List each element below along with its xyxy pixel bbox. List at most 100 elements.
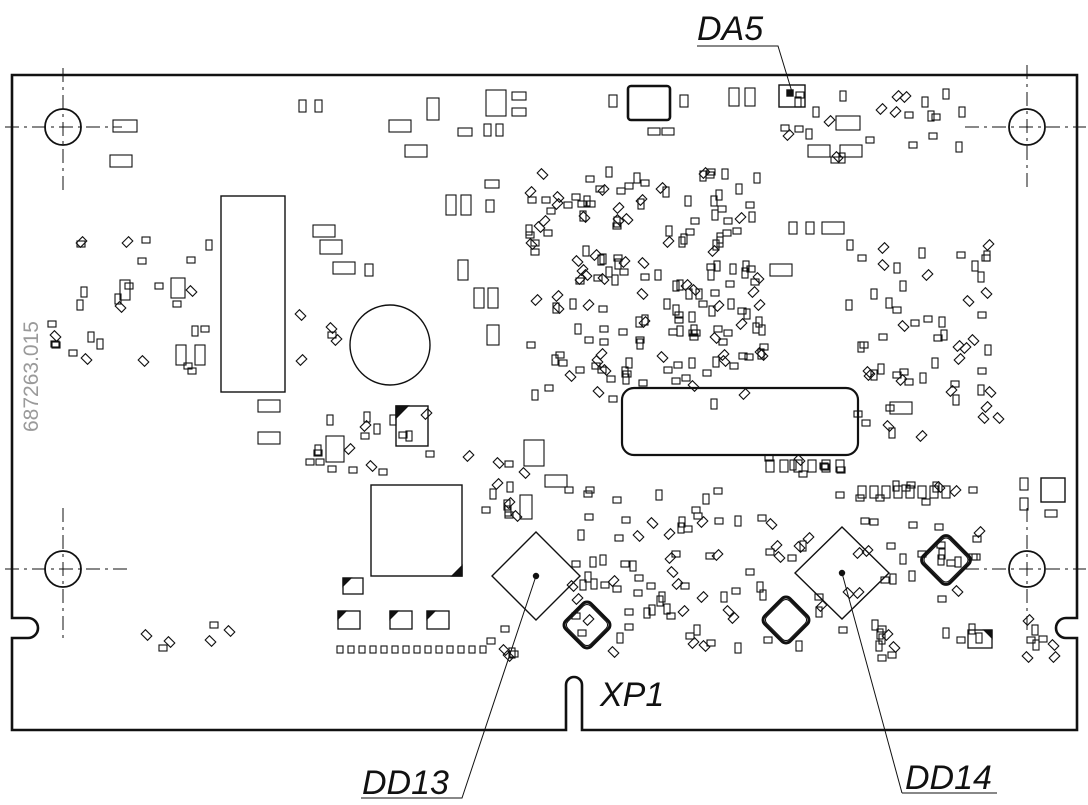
smd-part [402, 645, 410, 654]
smd-part [668, 328, 678, 336]
smd-part [821, 221, 845, 235]
smd-part [931, 113, 941, 121]
smd-part [904, 378, 914, 386]
processor-chip-marker [450, 564, 463, 577]
smd-part [713, 325, 723, 333]
smd-part [807, 144, 831, 158]
smd-part [96, 338, 104, 350]
smd-part [716, 236, 724, 248]
smd-part [585, 486, 595, 494]
smd-part [765, 459, 775, 473]
smd-part [637, 198, 645, 210]
smd-part [50, 340, 60, 348]
smd-part [958, 106, 966, 118]
smd-part [666, 565, 679, 579]
smd-part [571, 592, 584, 606]
smd-part [413, 645, 421, 654]
smd-part [933, 480, 946, 494]
smd-part [530, 248, 540, 256]
smd-part [888, 640, 901, 654]
smd-part [389, 414, 397, 426]
smd-part [709, 331, 722, 345]
smd-part [635, 316, 643, 328]
smd-part [622, 373, 630, 385]
mounting-hole-top-right [965, 65, 1086, 190]
smd-part [971, 553, 981, 561]
smd-part [952, 394, 960, 406]
smd-part [519, 494, 533, 520]
smd-part [492, 456, 505, 470]
smd-part [798, 470, 808, 478]
smd-part [326, 414, 334, 426]
smd-part [637, 256, 650, 270]
smd-part [295, 353, 308, 367]
smd-part [921, 268, 934, 282]
smd-part [917, 485, 927, 499]
smd-part [510, 509, 523, 523]
smd-part [770, 539, 783, 553]
smd-part [632, 529, 645, 543]
smd-part [732, 227, 742, 235]
smd-part [619, 268, 629, 276]
smd-part [684, 195, 692, 207]
smd-part [980, 286, 993, 300]
smd-part [882, 419, 895, 433]
smd-part [723, 329, 733, 337]
smd-part [931, 357, 939, 369]
smd-part [929, 485, 939, 499]
smd-part [721, 168, 729, 180]
smd-part [486, 324, 500, 346]
smd-part [608, 94, 618, 108]
smd-part [664, 551, 677, 565]
smd-part [689, 333, 699, 341]
smd-part [805, 128, 813, 140]
smd-part [140, 628, 153, 642]
smd-part [457, 127, 473, 137]
smd-part [621, 212, 634, 226]
smd-part [388, 119, 412, 133]
smd-part [646, 516, 659, 530]
smd-part [541, 196, 551, 204]
smd-part [707, 269, 715, 281]
smd-part [511, 107, 527, 117]
smd-part [378, 468, 388, 476]
smd-part [294, 308, 307, 322]
processor-chip [370, 484, 463, 577]
smd-part [205, 239, 213, 251]
smd-part [889, 105, 902, 119]
smd-part [892, 306, 902, 314]
smd-part [678, 516, 686, 528]
smd-part [380, 645, 388, 654]
smd-part [633, 172, 641, 184]
smd-part [891, 89, 904, 103]
smd-part [420, 407, 433, 421]
smd-part [571, 193, 581, 201]
smd-part [687, 379, 700, 393]
smd-part [821, 459, 831, 473]
smd-part [584, 336, 594, 344]
smd-part [863, 368, 876, 382]
smd-part [794, 96, 802, 108]
smd-part [662, 235, 675, 249]
smd-part [620, 560, 630, 568]
smd-part [599, 325, 609, 333]
smd-part [525, 237, 538, 251]
smd-part [815, 599, 828, 613]
smd-part [687, 636, 700, 650]
smd-part [298, 99, 307, 113]
smd-part [170, 277, 186, 299]
smd-part [982, 238, 995, 252]
smd-part [696, 590, 709, 604]
smd-part [677, 522, 685, 534]
smd-part [582, 298, 595, 312]
smd-part [595, 185, 605, 193]
smd-part [313, 449, 323, 457]
smd-part [663, 527, 676, 541]
smd-part [577, 529, 585, 541]
smd-part [325, 321, 338, 335]
rotated-packages [562, 534, 972, 650]
smd-part [899, 553, 907, 565]
smd-part [525, 224, 533, 236]
smd-part [962, 294, 975, 308]
smd-part [579, 210, 587, 222]
